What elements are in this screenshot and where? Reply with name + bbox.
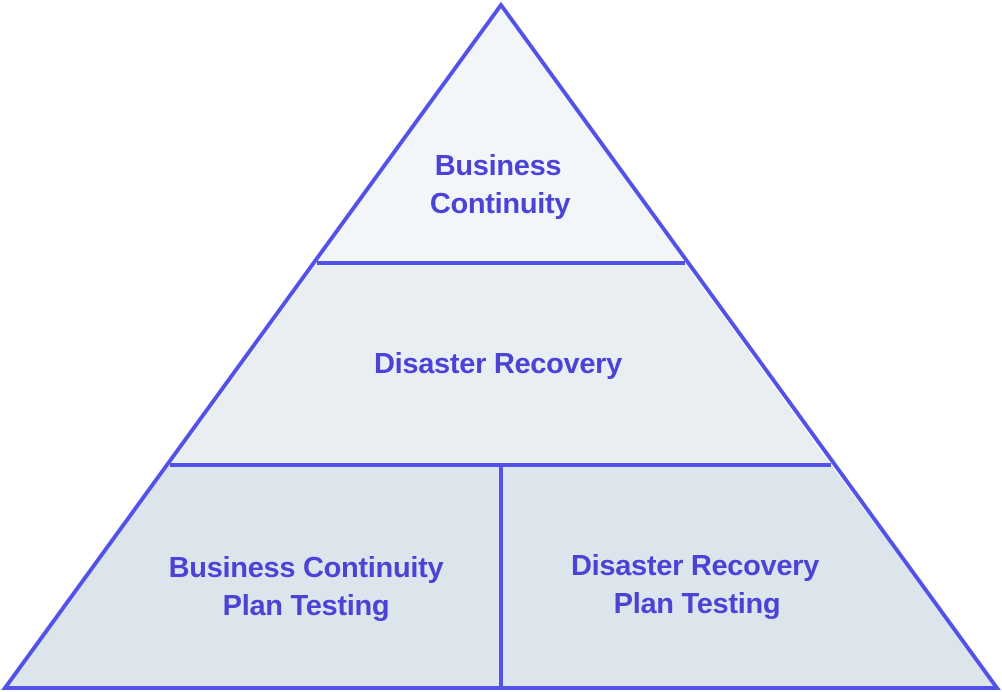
tier-bottom-right-label-line1: Disaster Recovery <box>571 550 819 582</box>
tier-bottom-right-shape <box>501 465 997 688</box>
tier-bottom-left-label-line1: Business Continuity <box>169 552 444 584</box>
tier-middle-label: Disaster Recovery <box>374 348 622 380</box>
tier-labels: Business Continuity Disaster Recovery Bu… <box>169 150 820 622</box>
tier-top-label-line2: Continuity <box>430 188 571 220</box>
tier-bottom-left-label-line2: Plan Testing <box>223 590 390 622</box>
tier-top-label-line1: Business <box>435 150 562 182</box>
tier-bottom-right-label-line2: Plan Testing <box>614 588 781 620</box>
tier-top-shape <box>317 5 685 263</box>
tier-bottom-left-shape <box>5 465 501 688</box>
tier-middle-shape <box>170 263 831 465</box>
